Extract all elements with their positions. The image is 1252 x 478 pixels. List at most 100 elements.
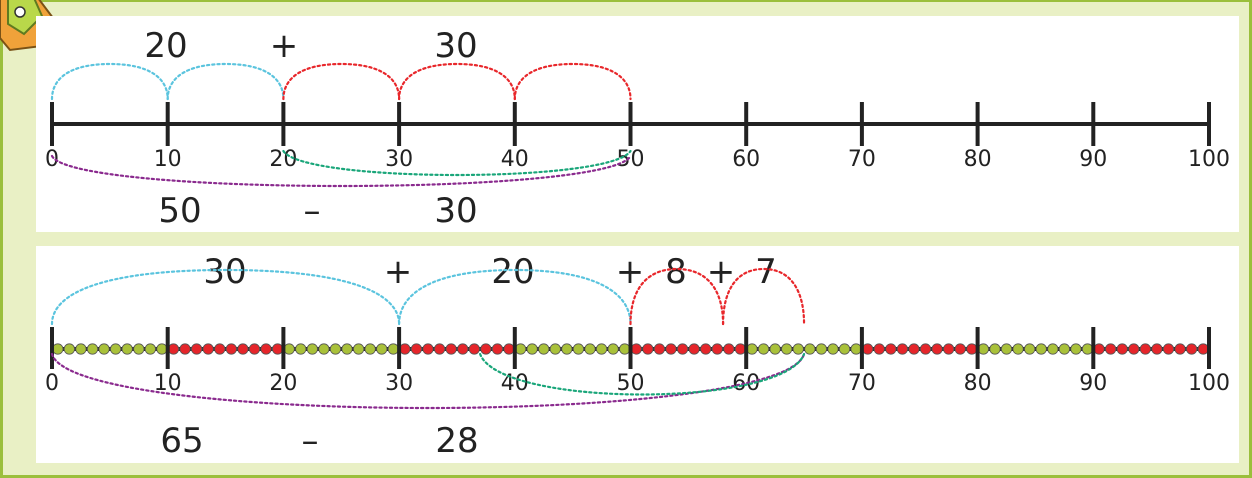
bottom-bead <box>99 344 109 354</box>
top-sub-operator: – <box>304 191 321 231</box>
bottom-bead <box>1048 344 1058 354</box>
bottom-bead <box>238 344 248 354</box>
bottom-bead <box>1024 344 1034 354</box>
bottom-bead <box>134 344 144 354</box>
top-jump-blue-arc <box>168 64 284 99</box>
bottom-bead <box>203 344 213 354</box>
bottom-add-first: 30 <box>203 252 246 292</box>
top-add-first: 20 <box>144 26 187 66</box>
bottom-bead <box>411 344 421 354</box>
bottom-bead <box>839 344 849 354</box>
bottom-bead <box>874 344 884 354</box>
top-tick-label: 60 <box>732 147 760 172</box>
bottom-bead <box>735 344 745 354</box>
bottom-tick-label: 50 <box>617 371 645 396</box>
bottom-bead <box>527 344 537 354</box>
bottom-bead <box>388 344 398 354</box>
bottom-bead <box>307 344 317 354</box>
top-tick-label: 70 <box>848 147 876 172</box>
bottom-sub-operator: – <box>302 421 319 461</box>
top-tick-label: 40 <box>501 147 529 172</box>
bottom-bead <box>608 344 618 354</box>
bottom-bead <box>805 344 815 354</box>
bottom-bead <box>377 344 387 354</box>
bottom-bead <box>955 344 965 354</box>
bottom-bead <box>330 344 340 354</box>
bottom-bead <box>226 344 236 354</box>
bottom-bead <box>886 344 896 354</box>
bottom-bead <box>897 344 907 354</box>
bottom-bead <box>724 344 734 354</box>
bottom-bead <box>828 344 838 354</box>
bottom-bead <box>862 344 872 354</box>
bottom-bead <box>76 344 86 354</box>
bottom-bead <box>1129 344 1139 354</box>
bottom-bead <box>585 344 595 354</box>
top-sub-second: 30 <box>434 191 477 231</box>
bottom-add-second: 20 <box>491 252 534 292</box>
bottom-bead <box>654 344 664 354</box>
bottom-bead <box>747 344 757 354</box>
bottom-bead <box>249 344 259 354</box>
bottom-bead <box>296 344 306 354</box>
bottom-bead <box>1071 344 1081 354</box>
bottom-bead <box>1186 344 1196 354</box>
top-jump-red-arc <box>283 64 399 99</box>
bottom-bead <box>1094 344 1104 354</box>
top-subtraction-green-arc <box>283 151 630 175</box>
bottom-bead <box>261 344 271 354</box>
bottom-bead <box>342 344 352 354</box>
bottom-tick-label: 90 <box>1079 371 1107 396</box>
bottom-tick-label: 0 <box>45 371 59 396</box>
bottom-bead <box>851 344 861 354</box>
bottom-add-fourth: 7 <box>755 252 777 292</box>
bottom-bead <box>620 344 630 354</box>
bottom-bead <box>816 344 826 354</box>
bottom-bead <box>400 344 410 354</box>
top-tick-label: 80 <box>964 147 992 172</box>
bottom-bead <box>458 344 468 354</box>
bottom-bead <box>562 344 572 354</box>
bottom-bead <box>1198 344 1208 354</box>
bottom-bead <box>758 344 768 354</box>
bottom-bead <box>967 344 977 354</box>
bottom-bead <box>770 344 780 354</box>
bottom-bead <box>180 344 190 354</box>
bottom-bead <box>492 344 502 354</box>
top-tick-label: 90 <box>1079 147 1107 172</box>
bottom-bead <box>1175 344 1185 354</box>
top-tick-label: 10 <box>154 147 182 172</box>
top-jump-red-arc <box>399 64 515 99</box>
bottom-bead <box>1117 344 1127 354</box>
bottom-bead <box>110 344 120 354</box>
bottom-bead <box>87 344 97 354</box>
bottom-bead <box>1013 344 1023 354</box>
bottom-bead <box>596 344 606 354</box>
bottom-bead <box>978 344 988 354</box>
bottom-tick-label: 20 <box>269 371 297 396</box>
bottom-bead <box>712 344 722 354</box>
bottom-bead <box>64 344 74 354</box>
bottom-bead <box>1036 344 1046 354</box>
bottom-bead <box>284 344 294 354</box>
top-subtraction-purple-arc <box>52 156 631 186</box>
bottom-bead <box>122 344 132 354</box>
bottom-bead <box>539 344 549 354</box>
bottom-bead <box>434 344 444 354</box>
bottom-bead <box>504 344 514 354</box>
bottom-bead <box>1140 344 1150 354</box>
bottom-bead <box>168 344 178 354</box>
bottom-bead <box>550 344 560 354</box>
bottom-bead <box>573 344 583 354</box>
bottom-bead <box>469 344 479 354</box>
bottom-bead <box>53 344 63 354</box>
bottom-add-third: 8 <box>665 252 687 292</box>
bottom-bead <box>1152 344 1162 354</box>
bottom-bead <box>689 344 699 354</box>
bottom-bead <box>1059 344 1069 354</box>
bottom-bead <box>677 344 687 354</box>
bottom-bead <box>191 344 201 354</box>
bottom-bead <box>446 344 456 354</box>
